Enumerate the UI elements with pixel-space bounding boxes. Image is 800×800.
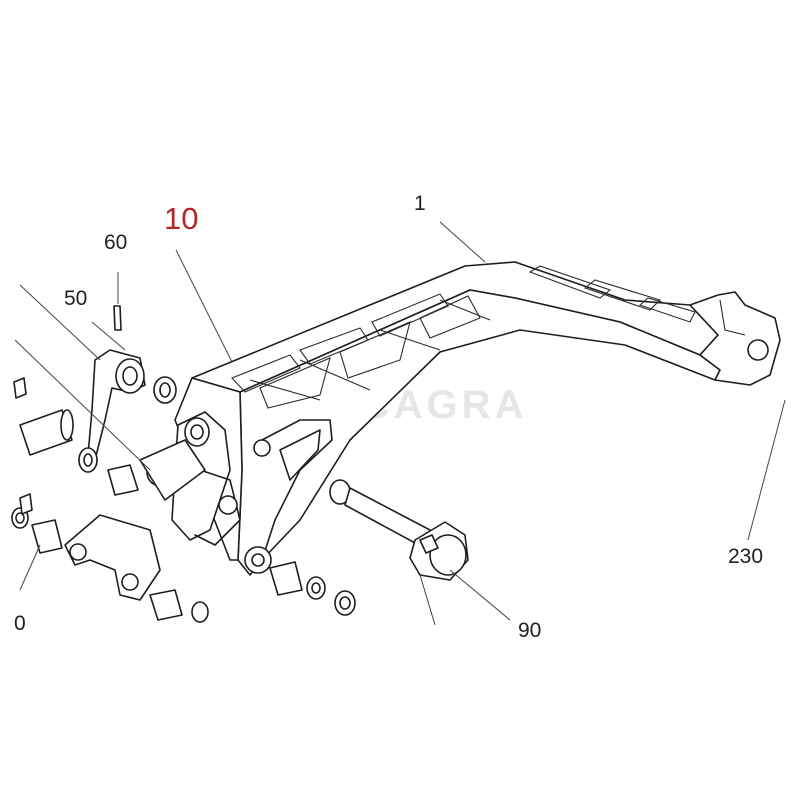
frame-lattice <box>231 265 696 409</box>
leader-lines <box>14 221 786 626</box>
pivot-assembly <box>11 305 210 623</box>
callout-1: 1 <box>414 192 426 215</box>
callout-50: 50 <box>64 287 87 310</box>
callout-90-partial: 90 <box>518 619 541 642</box>
pin-assembly <box>269 479 469 616</box>
callout-230: 230 <box>728 545 763 568</box>
callout-0-partial: 0 <box>14 612 26 635</box>
callout-10-highlighted: 10 <box>164 201 198 236</box>
callout-60: 60 <box>104 231 127 254</box>
